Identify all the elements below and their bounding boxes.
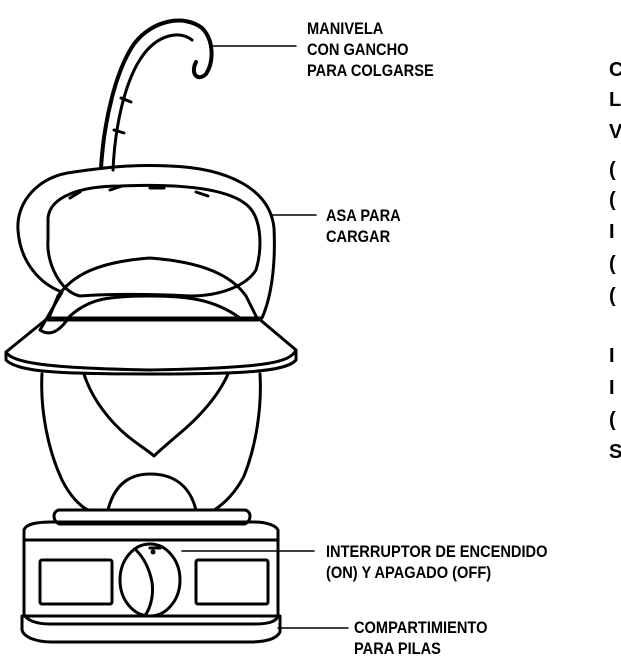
edge-char-3: V bbox=[609, 121, 621, 143]
edge-char-9: I bbox=[609, 345, 615, 367]
power-switch-knob bbox=[118, 542, 182, 618]
edge-char-1: C bbox=[609, 59, 621, 81]
handle-label-line-2: CARGAR bbox=[326, 227, 391, 246]
lamp-shade bbox=[4, 316, 298, 372]
edge-char-4: ( bbox=[609, 159, 616, 181]
edge-char-6: I bbox=[609, 221, 615, 243]
edge-char-10: I bbox=[609, 377, 615, 399]
edge-char-2: L bbox=[609, 89, 621, 111]
battery-label-line-1: COMPARTIMIENTO bbox=[354, 618, 488, 637]
top-cap bbox=[46, 256, 260, 322]
edge-char-12: S bbox=[609, 441, 621, 463]
edge-char-11: ( bbox=[609, 409, 616, 431]
hook-label-line-1: MANIVELA bbox=[307, 19, 384, 38]
edge-char-8: ( bbox=[609, 285, 616, 307]
hook-label-line-3: PARA COLGARSE bbox=[307, 61, 434, 80]
carry-handle bbox=[16, 163, 276, 335]
right-panel bbox=[194, 558, 270, 606]
neck-collar bbox=[52, 508, 252, 526]
battery-label-line-2: PARA PILAS bbox=[354, 639, 441, 658]
switch-label: INTERRUPTOR DE ENCENDIDO (ON) Y APAGADO … bbox=[326, 541, 547, 583]
switch-label-line-1: INTERRUPTOR DE ENCENDIDO bbox=[326, 542, 548, 561]
edge-char-7: ( bbox=[609, 253, 616, 275]
battery-label: COMPARTIMIENTO PARA PILAS bbox=[354, 617, 487, 659]
left-panel bbox=[38, 558, 114, 606]
hook-label-line-2: CON GANCHO bbox=[307, 40, 409, 59]
edge-char-5: ( bbox=[609, 189, 616, 211]
switch-label-line-2: (ON) Y APAGADO (OFF) bbox=[326, 563, 492, 582]
hanging-hook bbox=[99, 18, 214, 170]
handle-label-line-1: ASA PARA bbox=[326, 206, 401, 225]
glass-globe bbox=[40, 372, 262, 512]
hook-label: MANIVELA CON GANCHO PARA COLGARSE bbox=[307, 18, 434, 81]
battery-compartment bbox=[20, 614, 282, 644]
bulb-dome bbox=[106, 472, 198, 512]
handle-label: ASA PARA CARGAR bbox=[326, 205, 401, 247]
